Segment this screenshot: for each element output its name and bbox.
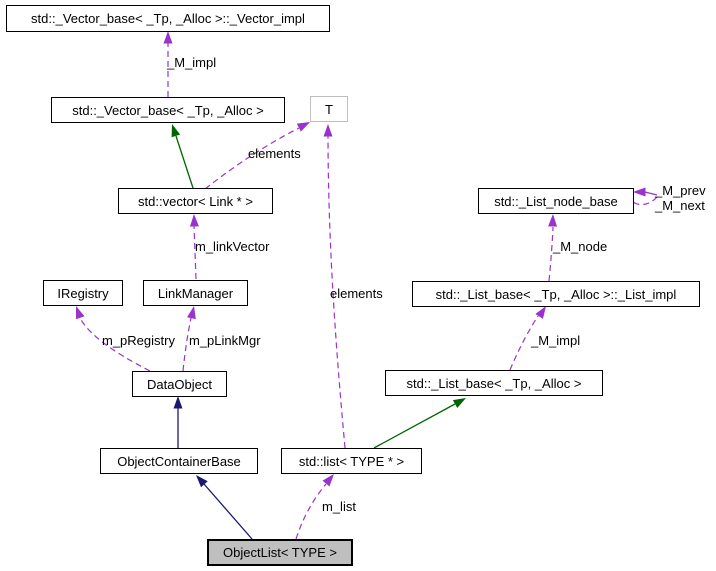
edge-m-list-arrowhead <box>322 474 334 487</box>
node-vector-impl: std::_Vector_base< _Tp, _Alloc >::_Vecto… <box>6 5 330 32</box>
edge-self-loop-dashed <box>632 196 658 206</box>
edge-list-inherit-arrowhead <box>452 398 466 408</box>
edge-m-link-vector-arrowhead <box>189 214 199 227</box>
edge-label-m-link-vector: m_linkVector <box>195 239 270 254</box>
edge-label-elements-vector: elements <box>248 146 301 161</box>
edge-label-m-p-registry: m_pRegistry <box>102 333 175 348</box>
node-std-vector-link: std::vector< Link * > <box>118 188 273 214</box>
edge-label-m-prev: _M_prev <box>655 183 706 198</box>
node-list-node-base: std::_List_node_base <box>478 188 634 214</box>
edge-label-elements-list: elements <box>330 286 383 301</box>
edge-label-m-next: _M_next <box>655 198 705 213</box>
edge-m-link-vector-line <box>193 225 197 280</box>
edge-m-impl-list-arrowhead <box>535 306 546 319</box>
edge-label-m-impl-vector: _M_impl <box>167 55 217 70</box>
edge-m-node-arrowhead <box>548 214 558 227</box>
edge-m-p-registry-line <box>79 317 151 372</box>
edge-m-list-line <box>295 483 327 540</box>
edge-m-impl-list-line <box>509 315 539 371</box>
edge-objectlist-inherit-arrowhead <box>196 475 208 488</box>
edge-m-p-link-mgr-line <box>182 317 192 372</box>
node-template-param-t: T <box>310 96 348 122</box>
edge-elements-vector-line <box>204 127 300 190</box>
edge-label-m-node: _M_node <box>553 239 608 254</box>
edge-m-p-link-mgr-arrowhead <box>186 306 196 320</box>
edge-vector-inherit-line <box>175 135 194 189</box>
edge-elements-vector-arrowhead <box>296 122 310 132</box>
edge-ocb-inherit-arrowhead <box>173 396 183 409</box>
edge-m-impl-vector-arrowhead <box>163 31 173 44</box>
node-link-manager[interactable]: LinkManager <box>143 280 248 306</box>
edge-label-m-p-link-mgr: m_pLinkMgr <box>189 333 261 348</box>
node-object-container-base[interactable]: ObjectContainerBase <box>100 448 258 474</box>
node-list-impl: std::_List_base< _Tp, _Alloc >::_List_im… <box>412 281 700 307</box>
edge-elements-list-arrowhead <box>323 124 333 137</box>
node-list-base: std::_List_base< _Tp, _Alloc > <box>385 370 603 396</box>
edge-self-loop-arrowhead <box>633 187 646 197</box>
edge-label-m-list: m_list <box>322 499 356 514</box>
node-iregistry[interactable]: IRegistry <box>43 280 123 306</box>
edge-elements-list-line <box>327 133 346 449</box>
edge-list-inherit-line <box>373 403 456 449</box>
edge-self-loop-solid <box>644 191 658 196</box>
node-vector-base: std::_Vector_base< _Tp, _Alloc > <box>51 97 285 123</box>
node-data-object[interactable]: DataObject <box>132 371 227 397</box>
edge-m-p-registry-arrowhead <box>76 306 85 320</box>
edge-vector-inherit-arrowhead <box>171 124 181 138</box>
edge-m-node-line <box>548 226 554 282</box>
node-object-list: ObjectList< TYPE > <box>207 539 353 566</box>
node-std-list: std::list< TYPE * > <box>281 448 422 474</box>
edge-objectlist-inherit-line <box>203 483 253 540</box>
edge-label-m-impl-list: _M_impl <box>531 333 581 348</box>
